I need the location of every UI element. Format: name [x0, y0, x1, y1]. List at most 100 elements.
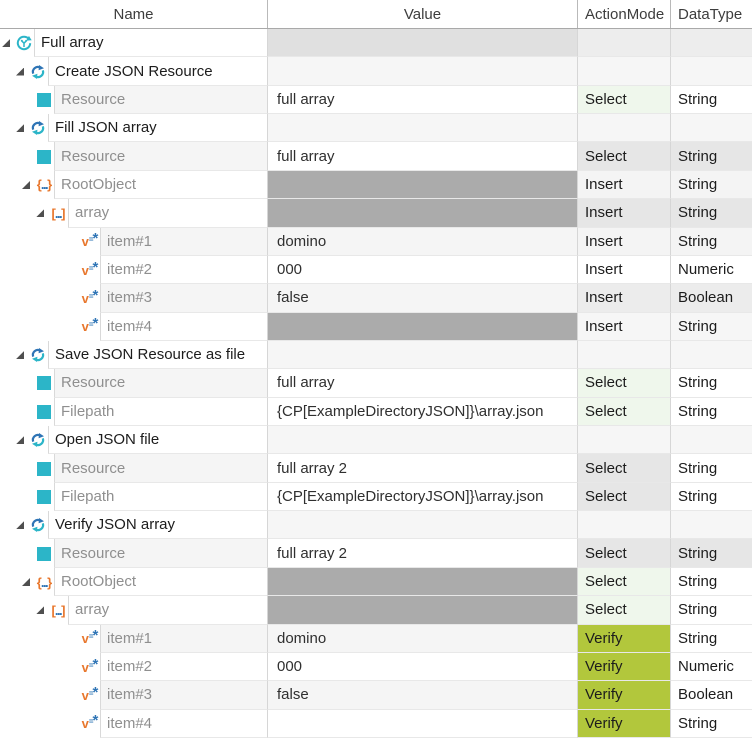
datatype-cell[interactable]: String [670, 624, 752, 653]
datatype-cell[interactable]: Boolean [670, 284, 752, 313]
row-name[interactable]: Resource [54, 454, 267, 483]
actionmode-cell[interactable]: Select [577, 397, 670, 427]
row-name[interactable]: Verify JSON array [48, 511, 267, 540]
expand-arrow[interactable] [22, 180, 34, 189]
row-name[interactable]: Full array [34, 29, 267, 58]
row-name[interactable]: Open JSON file [48, 426, 267, 455]
value-cell[interactable] [267, 340, 577, 370]
row-name[interactable]: item#4 [100, 709, 267, 738]
actionmode-cell[interactable]: Insert [577, 255, 670, 285]
expand-arrow[interactable] [36, 209, 48, 218]
actionmode-cell[interactable]: Select [577, 482, 670, 512]
actionmode-cell[interactable]: Insert [577, 284, 670, 313]
value-cell[interactable]: full array 2 [267, 454, 577, 483]
actionmode-cell[interactable]: Insert [577, 227, 670, 256]
actionmode-cell[interactable]: Verify [577, 709, 670, 738]
expand-arrow[interactable] [16, 67, 28, 76]
value-cell[interactable]: full array [267, 142, 577, 171]
actionmode-cell[interactable]: Verify [577, 681, 670, 710]
row-name[interactable]: Filepath [54, 397, 267, 427]
datatype-cell[interactable]: String [670, 85, 752, 115]
value-cell[interactable]: domino [267, 227, 577, 256]
datatype-cell[interactable]: Numeric [670, 652, 752, 682]
row-name[interactable]: item#1 [100, 227, 267, 256]
row-name[interactable]: array [68, 199, 267, 228]
value-cell[interactable]: 000 [267, 255, 577, 285]
actionmode-cell[interactable]: Verify [577, 624, 670, 653]
actionmode-cell[interactable] [577, 57, 670, 86]
value-cell[interactable] [267, 199, 577, 228]
actionmode-cell[interactable] [577, 511, 670, 540]
value-cell[interactable] [267, 114, 577, 143]
row-name[interactable]: Create JSON Resource [48, 57, 267, 86]
actionmode-cell[interactable]: Select [577, 539, 670, 568]
datatype-cell[interactable]: String [670, 596, 752, 625]
value-cell[interactable]: {CP[ExampleDirectoryJSON]}\array.json [267, 482, 577, 512]
value-cell[interactable] [267, 596, 577, 625]
value-cell[interactable] [267, 709, 577, 738]
column-header-datatype[interactable]: DataType [670, 0, 752, 28]
datatype-cell[interactable]: String [670, 227, 752, 256]
expand-arrow[interactable] [16, 436, 28, 445]
actionmode-cell[interactable]: Verify [577, 652, 670, 682]
datatype-cell[interactable]: String [670, 567, 752, 597]
row-name[interactable]: array [68, 596, 267, 625]
actionmode-cell[interactable]: Select [577, 567, 670, 597]
value-cell[interactable] [267, 567, 577, 597]
value-cell[interactable] [267, 312, 577, 341]
row-name[interactable]: item#4 [100, 312, 267, 341]
actionmode-cell[interactable]: Insert [577, 170, 670, 200]
value-cell[interactable]: {CP[ExampleDirectoryJSON]}\array.json [267, 397, 577, 427]
datatype-cell[interactable]: Boolean [670, 681, 752, 710]
datatype-cell[interactable] [670, 114, 752, 143]
row-name[interactable]: RootObject [54, 170, 267, 200]
row-name[interactable]: Resource [54, 142, 267, 171]
expand-arrow[interactable] [16, 351, 28, 360]
actionmode-cell[interactable] [577, 340, 670, 370]
datatype-cell[interactable]: String [670, 454, 752, 483]
column-header-name[interactable]: Name [113, 5, 154, 23]
datatype-cell[interactable]: String [670, 199, 752, 228]
actionmode-cell[interactable]: Select [577, 142, 670, 171]
expand-arrow[interactable] [36, 606, 48, 615]
actionmode-cell[interactable]: Insert [577, 312, 670, 341]
datatype-cell[interactable]: String [670, 142, 752, 171]
actionmode-cell[interactable]: Insert [577, 199, 670, 228]
row-name[interactable]: item#2 [100, 255, 267, 285]
datatype-cell[interactable]: String [670, 170, 752, 200]
row-name[interactable]: item#1 [100, 624, 267, 653]
datatype-cell[interactable]: Numeric [670, 255, 752, 285]
value-cell[interactable]: full array [267, 85, 577, 115]
row-name[interactable]: Filepath [54, 482, 267, 512]
value-cell[interactable] [267, 511, 577, 540]
actionmode-cell[interactable]: Select [577, 454, 670, 483]
datatype-cell[interactable]: String [670, 709, 752, 738]
actionmode-cell[interactable]: Select [577, 85, 670, 115]
expand-arrow[interactable] [16, 124, 28, 133]
value-cell[interactable] [267, 29, 577, 58]
expand-arrow[interactable] [16, 521, 28, 530]
column-header-value[interactable]: Value [267, 0, 577, 28]
value-cell[interactable]: false [267, 681, 577, 710]
datatype-cell[interactable]: String [670, 482, 752, 512]
value-cell[interactable]: false [267, 284, 577, 313]
column-header-actionmode[interactable]: ActionMode [577, 0, 670, 28]
value-cell[interactable]: 000 [267, 652, 577, 682]
row-name[interactable]: item#3 [100, 284, 267, 313]
value-cell[interactable]: full array 2 [267, 539, 577, 568]
datatype-cell[interactable] [670, 511, 752, 540]
actionmode-cell[interactable]: Select [577, 596, 670, 625]
value-cell[interactable]: domino [267, 624, 577, 653]
row-name[interactable]: Resource [54, 369, 267, 398]
actionmode-cell[interactable] [577, 114, 670, 143]
row-name[interactable]: Fill JSON array [48, 114, 267, 143]
row-name[interactable]: RootObject [54, 567, 267, 597]
row-name[interactable]: item#3 [100, 681, 267, 710]
row-name[interactable]: Save JSON Resource as file [48, 340, 267, 370]
value-cell[interactable]: full array [267, 369, 577, 398]
datatype-cell[interactable] [670, 57, 752, 86]
value-cell[interactable] [267, 57, 577, 86]
value-cell[interactable] [267, 426, 577, 455]
expand-arrow[interactable] [2, 39, 14, 48]
expand-arrow[interactable] [22, 578, 34, 586]
